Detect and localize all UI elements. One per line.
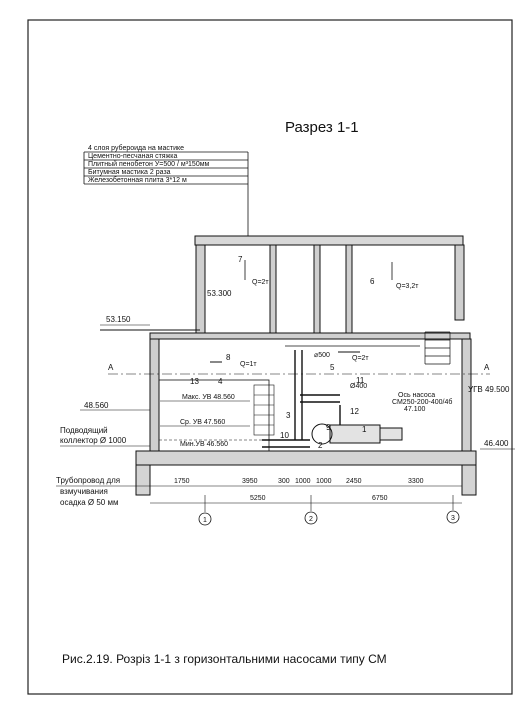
pipe-d400: Ø400 [350, 383, 367, 390]
item-7: 7 [238, 255, 243, 264]
pump-axis-label: Ось насоса [398, 392, 435, 399]
crane-load-small2: Q=2т [352, 355, 369, 362]
roof-layer-2: Цементно-песчаная стяжка [88, 153, 177, 160]
dim-bottom-1: 5250 [250, 495, 266, 502]
water-min: Мин.УВ 46.560 [180, 441, 228, 448]
water-mid: Ср. УВ 47.560 [180, 419, 225, 426]
dim-top-5: 1000 [316, 478, 332, 485]
level-floor: 46.400 [484, 439, 509, 448]
axis-3-circle [446, 510, 460, 524]
pump-model: СМ250-200-400/4б [392, 398, 452, 406]
section-line-a: A A [108, 363, 490, 375]
dim-top-2: 3950 [242, 478, 258, 485]
item-11: 11 [356, 376, 365, 385]
level-ground: 53.150 [106, 315, 131, 324]
item-2: 2 [318, 441, 323, 450]
page-frame [27, 19, 513, 695]
axis-1: 1 [203, 517, 207, 524]
roof-layer-3: Плитный пенобетон У=500 / м³150мм [88, 160, 210, 168]
level-marks: 53.300 53.150 48.560 УГВ 49.500 46.400 О… [80, 289, 515, 450]
dim-bottom-2: 6750 [372, 495, 388, 502]
axis-2-circle [304, 511, 318, 525]
pipeline-label-1: Трубопровод для [56, 476, 120, 485]
item-3: 3 [286, 411, 291, 420]
roof-layer-5: Железобетонная плита 3*12 м [88, 176, 187, 184]
crane-load-left: Q=2т [252, 279, 269, 286]
item-8: 8 [226, 353, 231, 362]
drawing-title: Разрез 1-1 [285, 119, 359, 136]
dim-top-4: 1000 [295, 478, 311, 485]
item-9: 9 [326, 423, 331, 432]
collector-label-2: коллектор Ø 1000 [60, 436, 127, 445]
item-10: 10 [280, 431, 289, 440]
level-collector: 48.560 [84, 401, 109, 410]
level-ugv: УГВ 49.500 [468, 385, 510, 394]
pipeline-label-3: осадка Ø 50 мм [60, 498, 118, 507]
section-mark-right: A [484, 363, 490, 372]
dim-top-6: 2450 [346, 478, 362, 485]
figure-caption: Рис.2.19. Розріз 1-1 з горизонтальними н… [62, 652, 387, 666]
axis-2: 2 [309, 516, 313, 523]
collector-label-1: Подводящий [60, 426, 108, 435]
water-max: Макс. УВ 48.560 [182, 394, 235, 401]
axis-markers: 1 2 3 [198, 495, 460, 526]
roof-layer-4: Битумная мастика 2 раза [88, 169, 171, 176]
dim-top-7: 3300 [408, 478, 424, 485]
section-mark-left: A [108, 363, 114, 372]
item-13: 13 [190, 377, 199, 386]
pipe-d500: ⌀500 [314, 352, 330, 359]
level-roof: 53.300 [207, 289, 232, 298]
axis-3: 3 [451, 515, 455, 522]
water-levels: Макс. УВ 48.560 Ср. УВ 47.560 Мин.УВ 46.… [160, 394, 250, 448]
axis-1-circle [198, 512, 212, 526]
item-numbers: 1 2 3 4 5 6 7 8 9 10 11 12 13 [190, 255, 375, 450]
building-structure [100, 235, 477, 496]
side-labels: Подводящий коллектор Ø 1000 Трубопровод … [56, 426, 150, 507]
crane-load-right: Q=3,2т [396, 283, 419, 290]
pipe-sizes: ⌀500 Ø400 [314, 352, 367, 390]
dim-top-3: 300 [278, 478, 290, 485]
item-6: 6 [370, 277, 375, 286]
dim-top-1: 1750 [174, 478, 190, 485]
pipeline-label-2: взмучивания [60, 487, 108, 496]
item-1: 1 [362, 425, 367, 434]
crane-load-small1: Q=1т [240, 361, 257, 368]
item-4: 4 [218, 377, 223, 386]
item-5: 5 [330, 363, 335, 372]
crane-loads: Q=2т Q=3,2т Q=1т Q=2т [240, 279, 419, 368]
roof-layers-legend: 4 слоя рубероида на мастике Цементно-пес… [83, 144, 249, 238]
dimension-lines: 1750 3950 300 1000 1000 2450 3300 5250 6… [150, 478, 462, 504]
roof-layer-1: 4 слоя рубероида на мастике [88, 144, 184, 152]
pump-axis-level: 47.100 [404, 406, 426, 413]
item-12: 12 [350, 407, 359, 416]
